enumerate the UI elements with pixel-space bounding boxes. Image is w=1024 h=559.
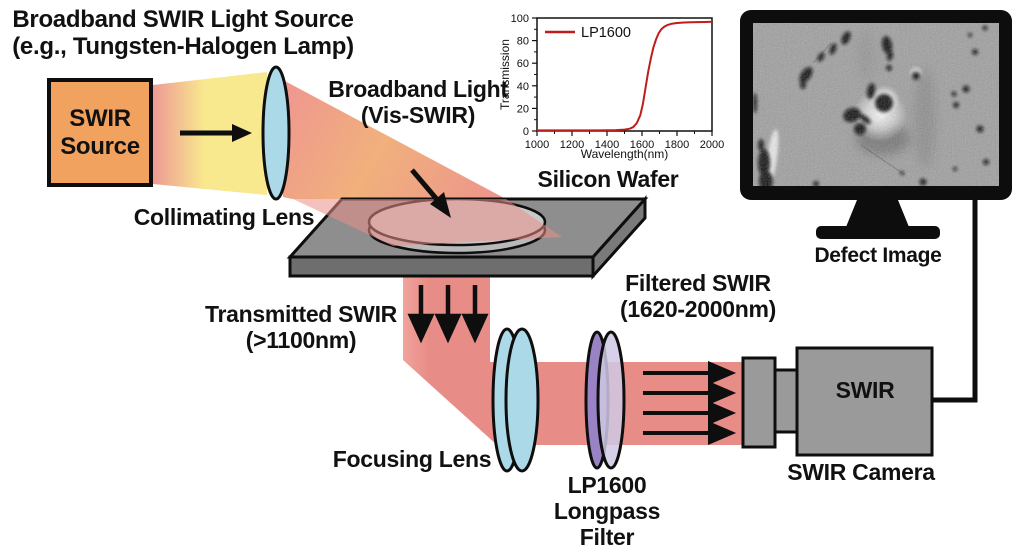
transmitted-arrows bbox=[407, 285, 489, 344]
y-tick-label: 0 bbox=[523, 126, 529, 138]
swir-source-box: SWIR Source bbox=[47, 78, 153, 187]
incident-arrow bbox=[410, 168, 451, 218]
transmitted-line1: Transmitted SWIR bbox=[204, 301, 398, 327]
y-tick-label: 20 bbox=[517, 103, 529, 115]
y-tick-label: 60 bbox=[517, 58, 529, 70]
transmission-chart: 1000 1200 1400 1600 1800 2000 0 20 40 60 80 100Wave… bbox=[498, 13, 724, 161]
longpass-filter-shape bbox=[584, 330, 626, 470]
monitor-caption: Defect Image bbox=[814, 244, 942, 267]
filtered-line1: Filtered SWIR bbox=[625, 270, 771, 296]
transmitted-line2: (>1100nm) bbox=[245, 327, 357, 354]
longpass-filter-label: LP1600 Longpass Filter bbox=[553, 472, 661, 551]
camera-monitor-cable bbox=[932, 198, 978, 403]
camera-caption: SWIR Camera bbox=[787, 459, 935, 485]
source-box-label-line2: Source bbox=[60, 132, 140, 160]
x-tick-label: 2000 bbox=[700, 139, 724, 151]
defect-image-screen bbox=[753, 23, 999, 186]
series-LP1600 bbox=[537, 20, 713, 132]
y-tick-label: 80 bbox=[517, 36, 529, 48]
transmitted-label: Transmitted SWIR (>1100nm) bbox=[205, 301, 397, 353]
diverging-beam-cone bbox=[283, 80, 506, 199]
broadband-light-label: Broadband Light (Vis-SWIR) bbox=[328, 76, 508, 129]
x-tick-label: 1200 bbox=[560, 139, 584, 151]
silicon-wafer-label: Silicon Wafer bbox=[537, 166, 679, 192]
collimating-lens-label: Collimating Lens bbox=[133, 204, 315, 230]
y-axis-label: Transmission bbox=[498, 39, 512, 110]
longpass-filter-line1: LP1600 bbox=[567, 472, 647, 498]
x-tick-label: 1400 bbox=[595, 139, 619, 151]
beam-on-wafer bbox=[293, 199, 562, 246]
longpass-filter-line3: Filter bbox=[579, 524, 635, 551]
broadband-light-line1: Broadband Light bbox=[328, 76, 508, 102]
monitor bbox=[740, 10, 1012, 239]
filtered-label: Filtered SWIR (1620-2000nm) bbox=[620, 270, 776, 322]
y-tick-label: 100 bbox=[511, 13, 529, 25]
x-tick-label: 1800 bbox=[665, 139, 689, 151]
source-title-line2: (e.g., Tungsten-Halogen Lamp) bbox=[12, 33, 354, 61]
y-tick-label: 40 bbox=[517, 81, 529, 93]
collimating-lens-shape bbox=[261, 65, 291, 201]
x-tick-label: 1600 bbox=[630, 139, 654, 151]
camera-body-label: SWIR bbox=[835, 377, 895, 403]
transmitted-beam bbox=[403, 250, 744, 445]
x-axis-label: Wavelength(nm) bbox=[581, 147, 669, 161]
swir-camera-shape bbox=[741, 346, 934, 457]
broadband-light-line2: (Vis-SWIR) bbox=[360, 102, 476, 129]
beam-direction-arrow bbox=[180, 124, 252, 142]
filtered-arrows bbox=[643, 360, 737, 446]
source-title-line1: Broadband SWIR Light Source bbox=[12, 6, 354, 33]
source-box-label-line1: SWIR bbox=[69, 104, 131, 132]
source-title: Broadband SWIR Light Source (e.g., Tungs… bbox=[12, 6, 354, 61]
longpass-filter-line2: Longpass bbox=[553, 498, 661, 525]
filtered-line2: (1620-2000nm) bbox=[620, 296, 776, 323]
legend-label: LP1600 bbox=[581, 25, 631, 41]
focusing-lens-label: Focusing Lens bbox=[332, 446, 492, 472]
focusing-lens-shape bbox=[491, 327, 540, 473]
x-tick-label: 1000 bbox=[525, 139, 549, 151]
